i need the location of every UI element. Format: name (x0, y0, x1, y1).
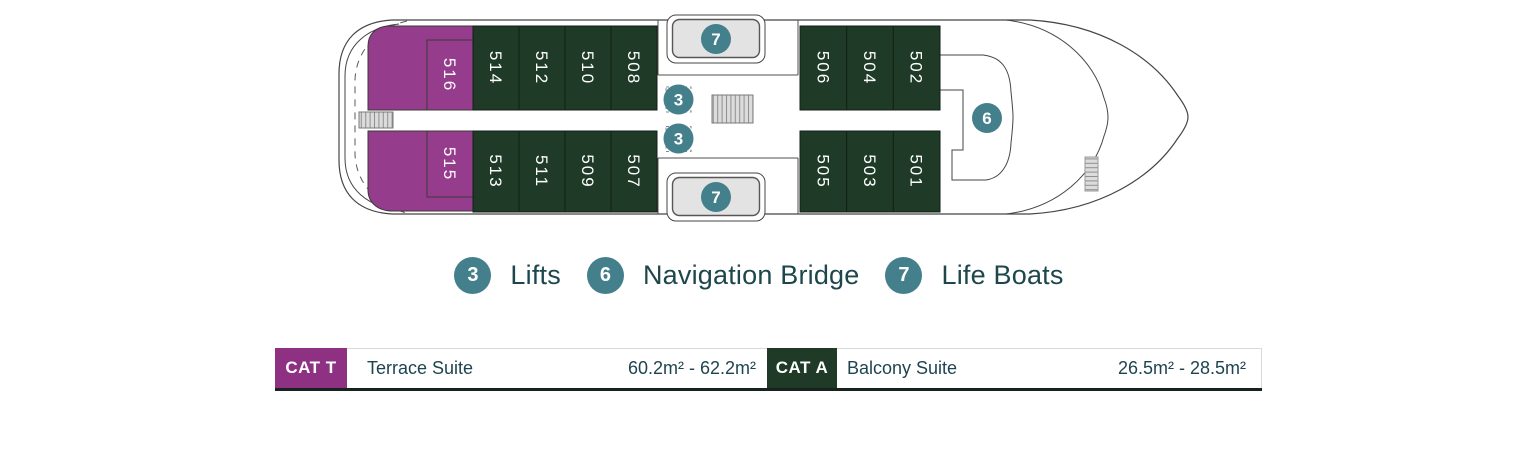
lifeboat-icon: 7 (885, 257, 923, 294)
cabin-number-label: 505 (813, 154, 832, 188)
lifeboat-icon-number: 7 (711, 188, 720, 207)
cabin-number-label: 513 (486, 154, 505, 188)
cabin-501 (892, 130, 941, 213)
category-name: Balcony Suite (847, 358, 958, 378)
cabin-515 (367, 130, 474, 212)
legend-item-life-boats: 7 Life Boats (885, 257, 1063, 294)
cabin-number-label: 507 (624, 154, 643, 188)
cabin-512 (518, 25, 566, 111)
category-row-cat-a: CAT A Balcony Suite 26.5m² - 28.5m² (767, 348, 1262, 388)
cabin-510 (564, 25, 612, 111)
cabins-layer: 514 512 510 508 513 511 509 507 506 504 502 505 503 5… (440, 25, 941, 213)
cabin-514 (472, 25, 520, 111)
legend-label: Life Boats (941, 260, 1064, 290)
lift-icon: 3 (454, 257, 492, 294)
category-name: Terrace Suite (367, 358, 474, 378)
legend-label: Lifts (510, 260, 561, 290)
cabin-number-label: 516 (440, 58, 459, 92)
lifeboat-icon (701, 24, 731, 54)
navigation-bridge-icon: 6 (586, 257, 624, 294)
cabin-number-label: 510 (578, 51, 597, 85)
stairs-midship (711, 94, 754, 124)
lift-icon-number: 3 (674, 130, 683, 149)
category-code-badge: CAT T (275, 348, 347, 388)
cabin-513 (472, 130, 520, 213)
cabin-number-label: 501 (907, 154, 926, 188)
cabin-507 (610, 130, 658, 213)
bow-inner-deck-line (1005, 19, 1109, 215)
cabin-number-label: 504 (860, 51, 879, 85)
legend-item-lifts: 3 Lifts (454, 257, 561, 294)
stern-dashed-line (354, 20, 408, 214)
cabin-505 (799, 130, 848, 213)
legend-item-navigation-bridge: 6 Navigation Bridge (586, 257, 860, 294)
cabin-number-label: 515 (440, 147, 459, 181)
cabin-509 (564, 130, 612, 213)
cabin-number-label: 514 (486, 51, 505, 85)
category-cell: Terrace Suite 60.2m² - 62.2m² (347, 348, 767, 388)
cabin-number-label: 509 (578, 154, 597, 188)
cabin-508 (610, 25, 658, 111)
category-row-cat-t: CAT T Terrace Suite 60.2m² - 62.2m² (275, 348, 767, 388)
cabin-number-label: 502 (907, 51, 926, 85)
category-size-range: 26.5m² - 28.5m² (1117, 358, 1246, 378)
cabin-number-label: 508 (624, 51, 643, 85)
cabin-511 (518, 130, 566, 213)
cabin-504 (846, 25, 894, 111)
lift-icon (663, 84, 694, 115)
cabin-number-label: 506 (813, 51, 832, 85)
category-cell: Balcony Suite 26.5m² - 28.5m² (837, 348, 1262, 388)
stairs-bow (1084, 156, 1099, 192)
cabin-number-label: 511 (532, 155, 551, 188)
navigation-bridge-icon (972, 103, 1002, 133)
cabin-number-label: 503 (860, 154, 879, 188)
lifeboat-icon-number: 7 (711, 30, 720, 49)
lift-icon-number: 3 (674, 91, 683, 110)
cabin-506 (799, 25, 848, 111)
legend-label: Navigation Bridge (642, 260, 860, 290)
category-size-range: 60.2m² - 62.2m² (627, 358, 756, 378)
stairs-aft (358, 111, 394, 129)
lift-icon (663, 123, 694, 154)
category-code-badge: CAT A (767, 348, 837, 388)
cabin-number-label: 512 (532, 51, 551, 85)
navigation-bridge-icon-number: 6 (982, 109, 991, 128)
legend: 3 Lifts 6 Navigation Bridge 7 Life Boats (0, 257, 1518, 294)
cabin-502 (892, 25, 941, 111)
midship-deck-lines (657, 20, 799, 214)
lifeboat-icon (701, 182, 731, 212)
category-table: CAT T Terrace Suite 60.2m² - 62.2m² CAT … (275, 348, 1262, 391)
